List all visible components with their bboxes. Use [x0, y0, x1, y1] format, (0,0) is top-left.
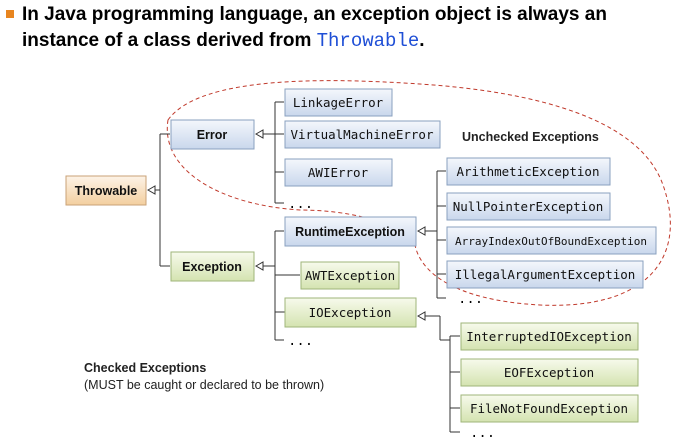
- node-awt-exception: AWTException: [300, 261, 400, 290]
- io-exception-connector: [416, 311, 460, 433]
- node-eof-exception: EOFException: [460, 358, 639, 387]
- node-null-pointer-exception: NullPointerException: [446, 192, 611, 221]
- checked-exceptions-title: Checked Exceptions: [84, 361, 206, 375]
- node-arithmetic-exception-label: ArithmeticException: [457, 164, 600, 179]
- node-file-not-found-exception-label: FileNotFoundException: [470, 401, 628, 416]
- node-array-index-exception: ArrayIndexOutOfBoundException: [446, 226, 657, 255]
- heading: In Java programming language, an excepti…: [22, 2, 682, 54]
- error-ellipsis: ...: [288, 197, 313, 213]
- node-throwable: Throwable: [65, 175, 147, 206]
- node-array-index-exception-label: ArrayIndexOutOfBoundException: [455, 235, 647, 248]
- node-throwable-label: Throwable: [75, 184, 138, 198]
- node-file-not-found-exception: FileNotFoundException: [460, 394, 639, 423]
- node-io-exception: IOException: [284, 297, 417, 328]
- heading-text: In Java programming language, an excepti…: [22, 4, 607, 51]
- node-illegal-argument-exception: IllegalArgumentException: [446, 260, 644, 289]
- node-error: Error: [170, 119, 255, 150]
- node-runtime-exception: RuntimeException: [284, 216, 417, 247]
- node-linkage-error: LinkageError: [284, 88, 393, 117]
- throwable-connector: [146, 133, 170, 267]
- node-interrupted-io-exception-label: InterruptedIOException: [466, 329, 632, 344]
- node-arithmetic-exception: ArithmeticException: [446, 157, 611, 186]
- unchecked-region-outline: [166, 80, 671, 306]
- node-virtual-machine-error-label: VirtualMachineError: [291, 127, 434, 142]
- node-linkage-error-label: LinkageError: [293, 95, 384, 110]
- node-awt-exception-label: AWTException: [305, 268, 395, 283]
- node-awt-error-label: AWIError: [308, 165, 369, 180]
- io-ellipsis: ...: [470, 426, 495, 442]
- heading-period: .: [419, 30, 425, 51]
- runtime-exception-connector: [416, 170, 446, 299]
- node-runtime-exception-label: RuntimeException: [295, 225, 405, 239]
- node-io-exception-label: IOException: [309, 305, 392, 320]
- checked-exceptions-note: (MUST be caught or declared to be thrown…: [84, 378, 324, 392]
- error-connector: [254, 101, 284, 204]
- node-error-label: Error: [197, 128, 228, 142]
- unchecked-exceptions-label: Unchecked Exceptions: [462, 130, 599, 144]
- node-eof-exception-label: EOFException: [504, 365, 594, 380]
- node-virtual-machine-error: VirtualMachineError: [284, 120, 441, 149]
- bullet-square: [6, 10, 14, 18]
- node-exception-label: Exception: [182, 260, 242, 274]
- exception-ellipsis: ...: [288, 334, 313, 350]
- node-awt-error: AWIError: [284, 158, 393, 187]
- heading-code-throwable: Throwable: [316, 30, 420, 52]
- runtime-ellipsis: ...: [458, 292, 483, 308]
- node-illegal-argument-exception-label: IllegalArgumentException: [455, 267, 636, 282]
- node-interrupted-io-exception: InterruptedIOException: [460, 322, 639, 351]
- node-null-pointer-exception-label: NullPointerException: [453, 199, 604, 214]
- node-exception: Exception: [170, 251, 255, 282]
